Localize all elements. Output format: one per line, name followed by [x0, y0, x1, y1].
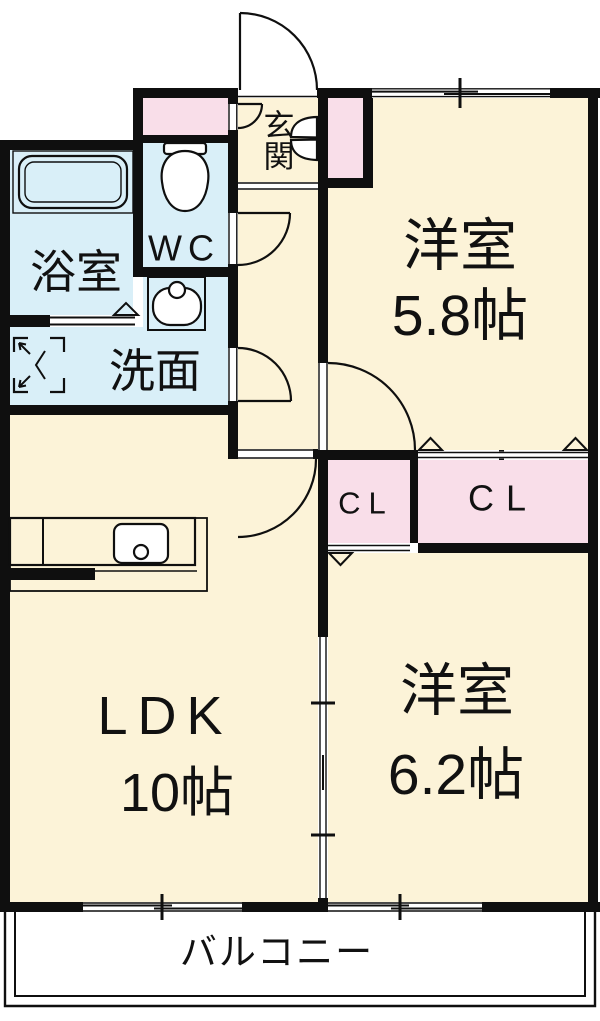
closet2-door-mark-left: [416, 436, 445, 451]
toilet-door-icon: [237, 211, 292, 267]
bedroom1-door-icon: [327, 361, 417, 451]
sliding-partition: [311, 637, 335, 898]
closet1-door-track: [328, 544, 410, 552]
window-ldk-icon: [83, 894, 242, 920]
door-openings: [50, 88, 588, 552]
shoe-cabinet-floor: [328, 98, 363, 178]
closet2-label: CL: [468, 478, 538, 519]
entrance-storage-door-icon: [237, 102, 264, 130]
kitchen-sink-icon: [112, 522, 170, 565]
balcony-floor: [5, 912, 595, 1006]
balcony-label: バルコニー: [180, 932, 374, 973]
room-floors: [5, 98, 595, 1006]
toilet-icon: [160, 141, 210, 213]
washbasin-icon: [147, 276, 206, 331]
bedroom1-size: 5.8帖: [392, 284, 528, 348]
closet1-door-mark: [326, 552, 355, 567]
bedroom2-label: 洋室: [400, 659, 514, 723]
ldk-label: LDK: [97, 686, 232, 746]
window-bedroom2-icon: [328, 894, 482, 920]
entrance-storage-floor: [143, 98, 228, 135]
washroom-door-icon: [237, 346, 293, 403]
bedroom2-floor: [328, 553, 588, 902]
entrance-door-icon: [238, 11, 319, 91]
closet1-label: CL: [338, 486, 394, 521]
entrance-label-line1: 玄: [264, 109, 295, 144]
closet2-door-track: [418, 451, 588, 459]
entrance-label-line2: 関: [264, 140, 295, 175]
bathroom-door-mark: [111, 301, 141, 316]
bathroom-label: 浴室: [30, 246, 122, 298]
ldk-door-icon: [237, 458, 318, 539]
bathtub-icon: [12, 150, 134, 214]
washroom-floor: [10, 327, 228, 405]
bedroom1-label: 洋室: [403, 214, 517, 278]
room-labels: 浴室 WC 洗面 玄 関 洋室 5.8帖 CL CL LDK 10帖 洋室 6.…: [30, 109, 538, 973]
bathroom-door-track: [50, 316, 135, 326]
washing-machine-space-icon: [12, 336, 66, 394]
kitchen-counter-icon: [0, 516, 208, 592]
entrance-step: [238, 182, 318, 190]
bedroom2-size: 6.2帖: [388, 743, 524, 807]
shoe-cabinet-doors-icon: [289, 115, 319, 162]
ldk-size: 10帖: [120, 763, 234, 823]
closet1-floor: [328, 460, 410, 543]
folding-door-marks: [111, 301, 590, 567]
ldk-floor: [10, 415, 318, 902]
walls: [0, 88, 600, 912]
washroom-label: 洗面: [109, 345, 201, 397]
closet2-door-mark-right: [561, 436, 590, 451]
closet2-floor: [418, 460, 588, 543]
toilet-label: WC: [148, 228, 220, 269]
balcony-outline: [3, 911, 597, 1008]
bathroom-floor: [10, 150, 133, 315]
window-bedroom1-icon: [372, 78, 550, 108]
